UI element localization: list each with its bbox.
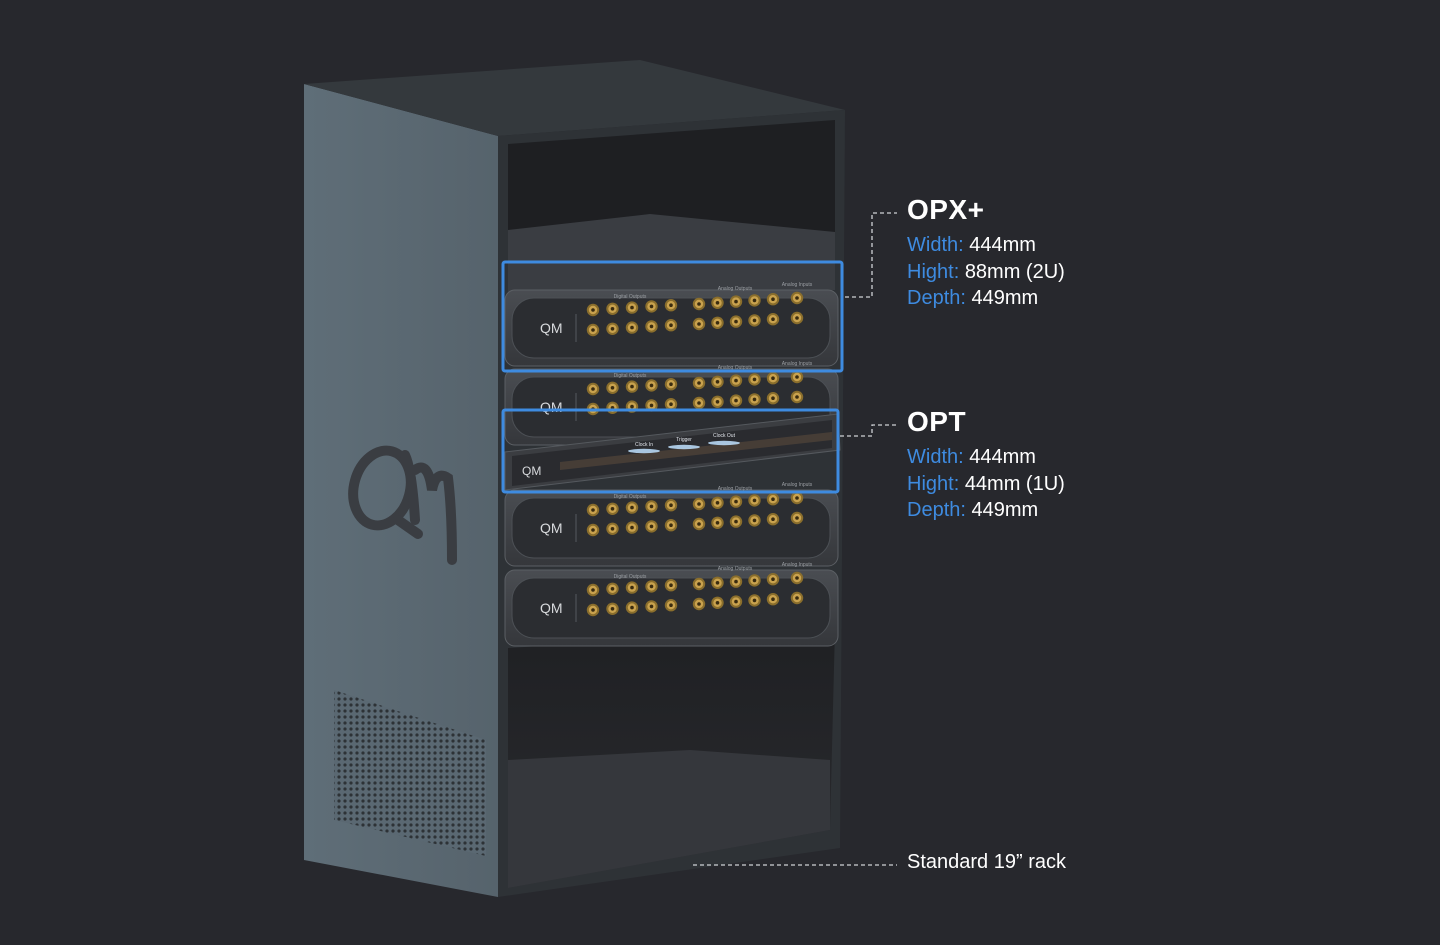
opt-clock-out-label: Clock Out xyxy=(713,433,736,439)
opt-title: OPT xyxy=(907,406,967,437)
opt-spec-block: OPT Width: 444mm Hight: 44mm (1U) Depth:… xyxy=(907,406,1065,524)
opt-led-indicator xyxy=(708,440,740,446)
opt-highlight-box xyxy=(501,408,840,494)
digital-outputs-label: Digital Outputs xyxy=(614,294,647,300)
analog-outputs-label: Analog Outputs xyxy=(718,566,753,572)
opx-depth: Depth: 449mm xyxy=(907,287,1039,309)
opx-width: Width: 444mm xyxy=(907,234,1036,256)
analog-inputs-label: Analog Inputs xyxy=(782,562,813,568)
opx-highlight-box xyxy=(501,260,844,373)
opt-qm-logo: QM xyxy=(522,464,541,478)
analog-inputs-label: Analog Inputs xyxy=(782,482,813,488)
panel-qm-logo: QM xyxy=(540,600,563,616)
opt-leader-line xyxy=(840,424,897,437)
rack-top-panel xyxy=(304,60,845,136)
rack-side-panel xyxy=(304,84,498,897)
analog-outputs-label: Analog Outputs xyxy=(718,486,753,492)
digital-outputs-label: Digital Outputs xyxy=(614,574,647,580)
opt-depth: Depth: 449mm xyxy=(907,499,1039,521)
rack-label: Standard 19” rack xyxy=(907,851,1066,873)
opx-unit-4: QM Digital Outputs Analog Outputs Analog In… xyxy=(504,562,839,647)
panel-qm-logo: QM xyxy=(540,520,563,536)
digital-outputs-label: Digital Outputs xyxy=(614,494,647,500)
opx-spec-block: OPX+ Width: 444mm Hight: 88mm (2U) Depth… xyxy=(907,194,1065,312)
side-qm-logo xyxy=(348,445,457,565)
opt-led-indicator xyxy=(628,448,660,454)
opx-leader-line xyxy=(845,212,897,298)
digital-outputs-label: Digital Outputs xyxy=(614,373,647,379)
opt-width: Width: 444mm xyxy=(907,446,1036,468)
opx-height: Hight: 88mm (2U) xyxy=(907,260,1065,283)
analog-inputs-label: Analog Inputs xyxy=(782,282,813,288)
opt-unit: QM Clock In Trigger Clock Out xyxy=(504,413,841,491)
opx-title: OPX+ xyxy=(907,194,985,225)
panel-qm-logo: QM xyxy=(540,399,563,415)
opt-clock-in-label: Clock In xyxy=(635,442,653,448)
opt-trigger-label: Trigger xyxy=(676,437,692,443)
analog-outputs-label: Analog Outputs xyxy=(718,286,753,292)
vent-grille xyxy=(334,690,486,856)
analog-inputs-label: Analog Inputs xyxy=(782,361,813,367)
opt-height: Hight: 44mm (1U) xyxy=(907,472,1065,495)
panel-qm-logo: QM xyxy=(540,320,563,336)
opt-led-indicator xyxy=(668,444,700,450)
analog-outputs-label: Analog Outputs xyxy=(718,365,753,371)
